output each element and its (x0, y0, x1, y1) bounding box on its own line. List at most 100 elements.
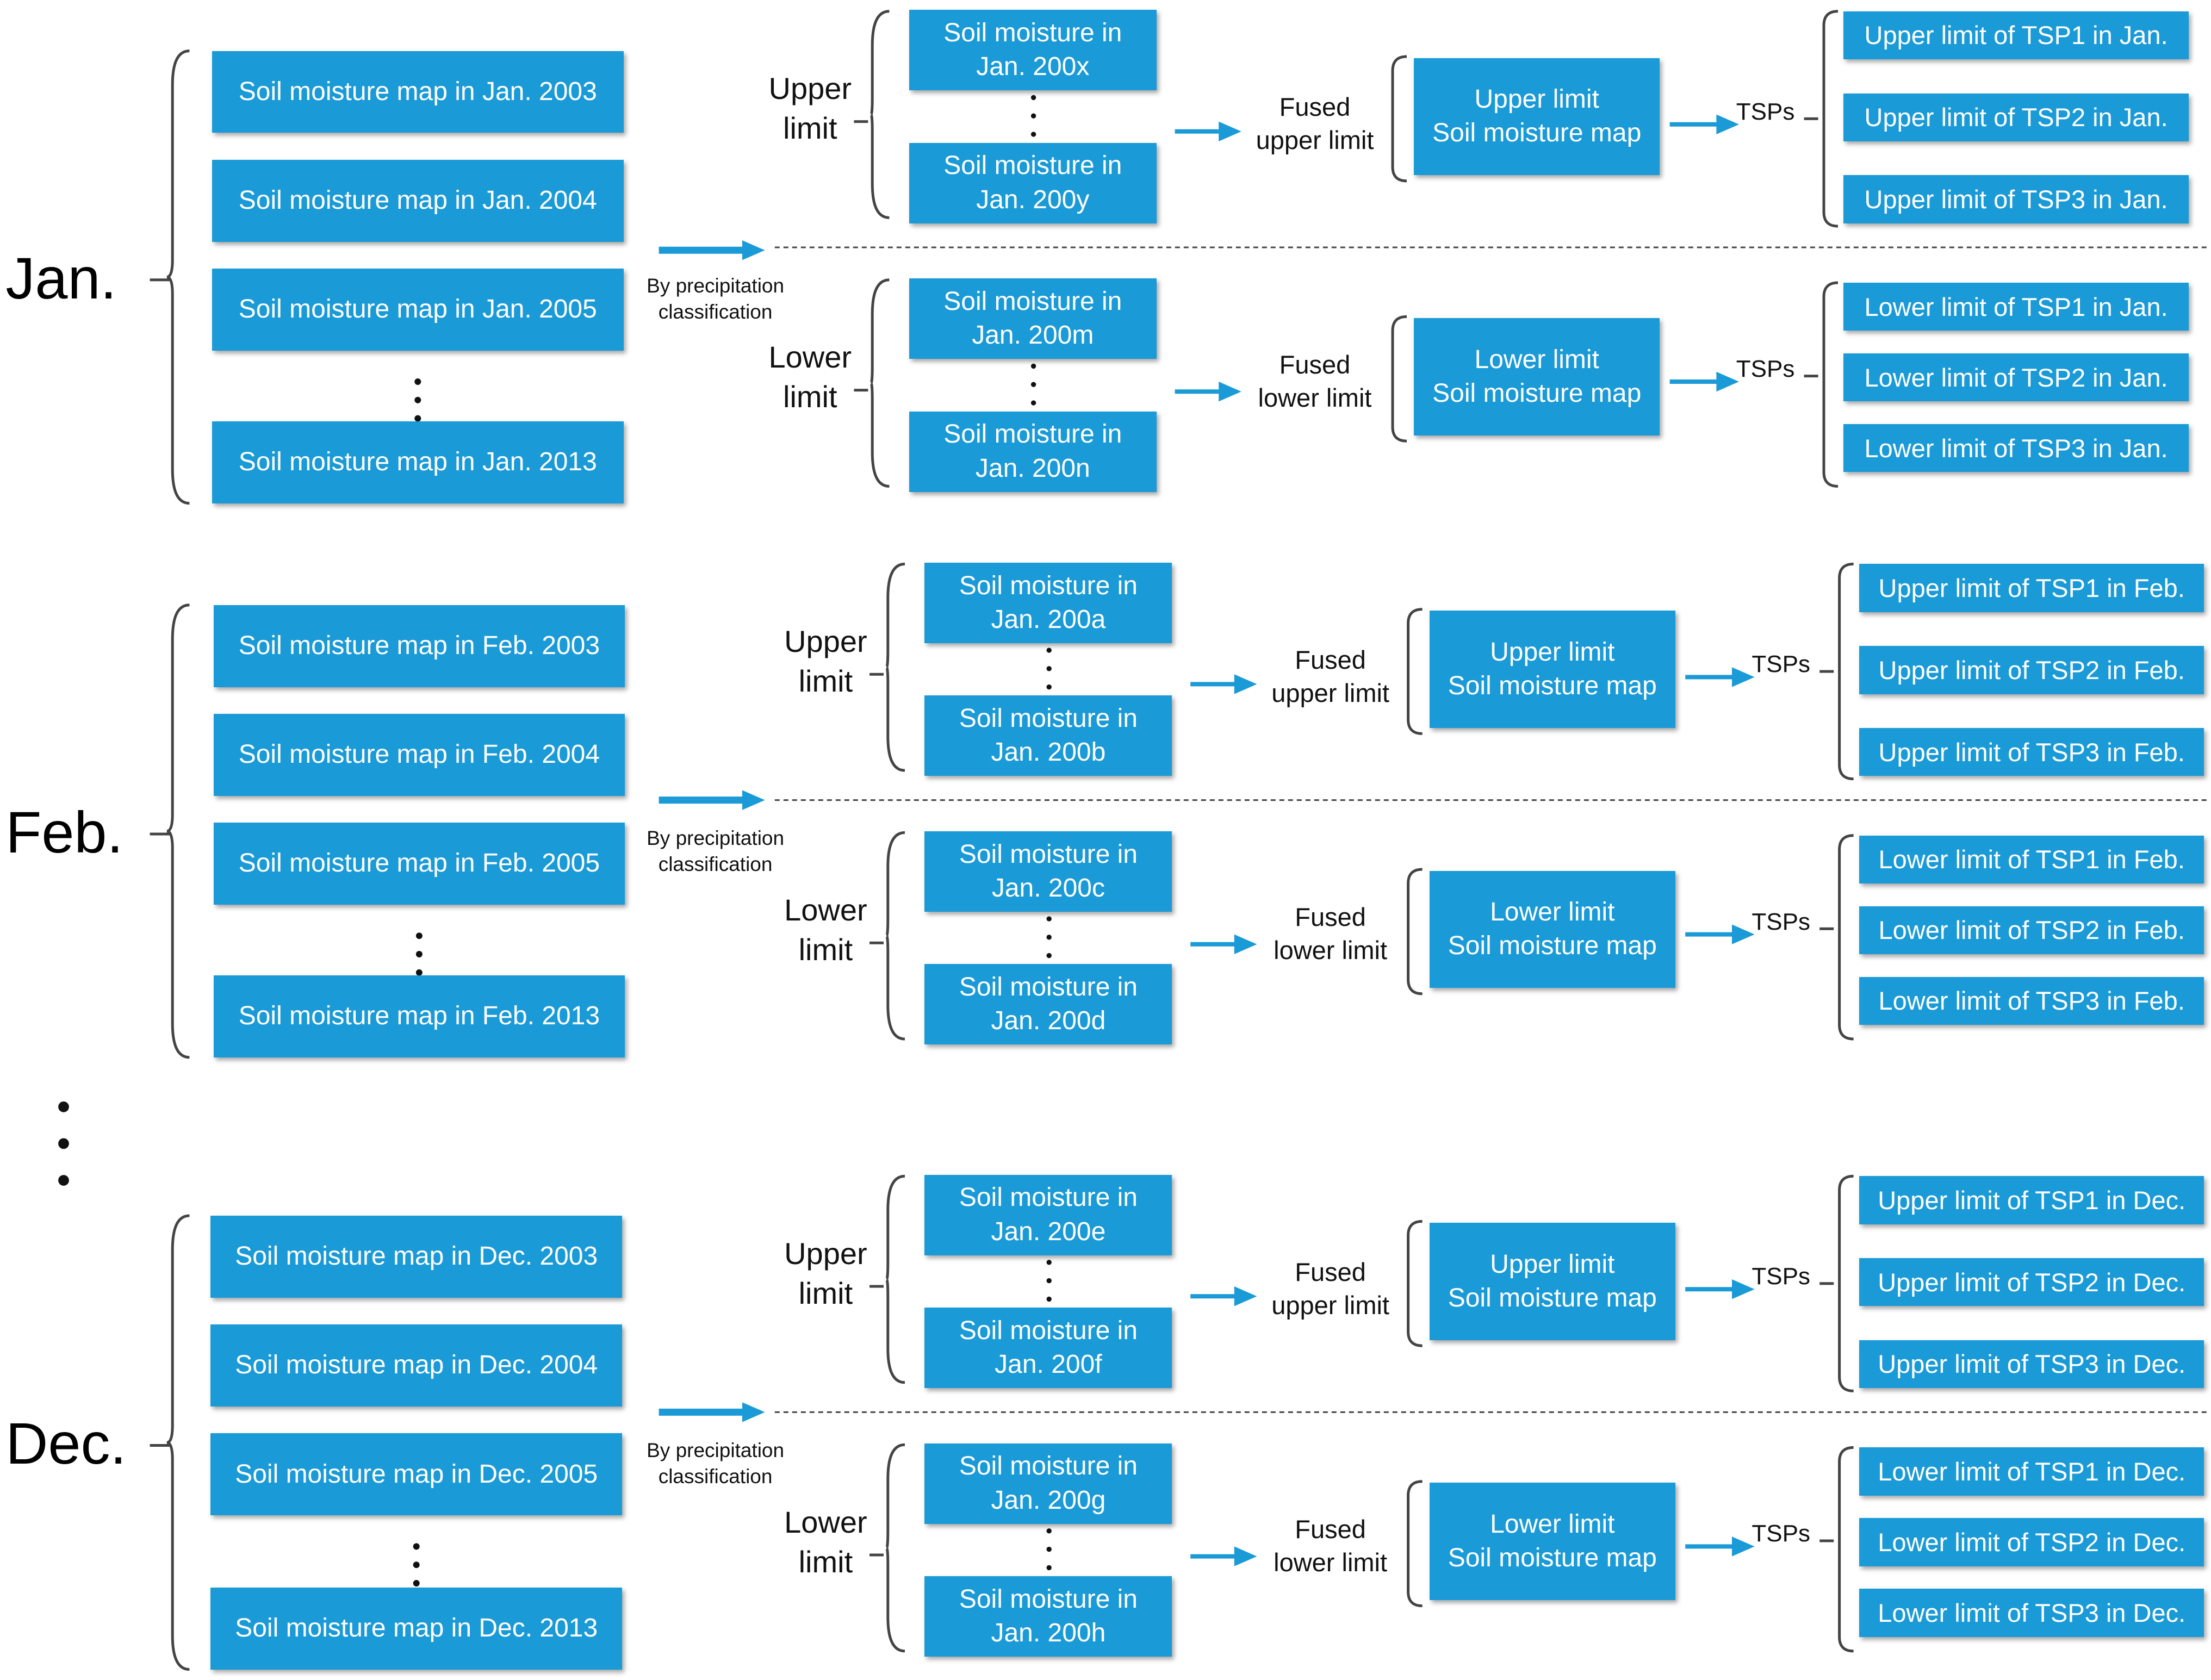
ellipsis-dot (415, 969, 423, 976)
source-map-box: Soil moisture map in Feb. 2003 (213, 605, 625, 687)
upper-year-map-box-text: Jan. 200x (976, 52, 1090, 82)
upper-result-box-text: Upper limit (1474, 85, 1599, 114)
classification-arrow (659, 240, 765, 260)
source-map-box: Soil moisture map in Feb. 2005 (213, 823, 625, 905)
lower-limit-label-line: limit (783, 379, 837, 414)
upper-outputs-bracket (1822, 10, 1839, 228)
lower-maps-brace (870, 278, 890, 488)
lower-year-map-box-text: Jan. 200d (991, 1006, 1106, 1036)
lower-result-box-text: Soil moisture map (1432, 378, 1642, 408)
lower-result-box-text: Lower limit (1490, 1509, 1615, 1539)
upper-tsp-output-box-text: Upper limit of TSP1 in Feb. (1878, 574, 2185, 603)
upper-tsp-arrow (1669, 114, 1739, 134)
upper-tsp-output-box-text: Upper limit of TSP1 in Jan. (1864, 21, 2168, 50)
ellipsis-dot (1030, 95, 1036, 101)
upper-limit-label-line: Upper (784, 1236, 867, 1271)
upper-year-map-box-text: Jan. 200e (991, 1217, 1106, 1246)
lower-tsp-output-box-text: Lower limit of TSP3 in Feb. (1878, 986, 2185, 1016)
upper-outputs-bracket (1838, 562, 1854, 781)
ellipsis-dot (1046, 1278, 1052, 1284)
lower-tsp-output-box-text: Lower limit of TSP1 in Jan. (1864, 292, 2168, 321)
lower-outputs-bracket (1822, 281, 1839, 488)
upper-fuse-arrow (1190, 674, 1257, 694)
lower-tsp-output-box: Lower limit of TSP2 in Jan. (1843, 353, 2189, 402)
classification-label-line: By precipitation (647, 827, 785, 850)
lower-result-box-text: Lower limit (1474, 345, 1599, 374)
source-map-box-text: Soil moisture map in Feb. 2004 (238, 740, 600, 769)
upper-year-map-box-text: Jan. 200b (991, 738, 1106, 767)
ellipsis-dot (414, 378, 421, 385)
lower-tsps-label: TSPs (1736, 353, 1818, 384)
ellipsis-dot (1030, 363, 1036, 369)
source-map-box: Soil moisture map in Feb. 2013 (213, 975, 625, 1057)
lower-year-map-box: Soil moisture in Jan. 200d (924, 964, 1172, 1045)
month-ellipsis-dot (58, 1175, 69, 1186)
upper-result-box-text: Soil moisture map (1448, 1283, 1657, 1312)
classification-label-line: classification (658, 1465, 773, 1488)
ellipsis-dot (1046, 935, 1052, 940)
classification-label-line: By precipitation (647, 274, 785, 297)
upper-result-bracket (1407, 608, 1423, 735)
lower-fused-label-line: Fused (1295, 903, 1366, 932)
lower-outputs-bracket (1838, 834, 1854, 1041)
ellipsis-dot (415, 951, 423, 957)
upper-tsp-output-box-text: Upper limit of TSP2 in Feb. (1878, 655, 2185, 685)
classification-arrow (659, 1402, 765, 1422)
month-label: Feb. (5, 799, 123, 865)
source-map-box: Soil moisture map in Feb. 2004 (213, 714, 625, 796)
upper-year-map-box-text: Soil moisture in (959, 571, 1138, 600)
upper-year-map-box-text: Soil moisture in (959, 704, 1138, 733)
lower-tsps-label-line: TSPs (1736, 356, 1795, 382)
lower-tsp-output-box: Lower limit of TSP2 in Feb. (1859, 906, 2204, 954)
lower-limit-label-line: limit (798, 1544, 853, 1579)
upper-fused-label-line: Fused (1295, 645, 1366, 674)
lower-year-map-box-text: Soil moisture in (959, 972, 1138, 1001)
classification-label-line: By precipitation (647, 1439, 785, 1462)
ellipsis-dot (1046, 666, 1052, 671)
lower-tsps-label: TSPs (1752, 906, 1834, 937)
lower-tsp-output-box-text: Lower limit of TSP3 in Dec. (1878, 1598, 2186, 1628)
upper-fused-label-line: Fused (1295, 1257, 1366, 1286)
upper-tsp-output-box-text: Upper limit of TSP3 in Jan. (1864, 185, 2168, 214)
lower-tsp-output-box: Lower limit of TSP3 in Feb. (1859, 976, 2204, 1025)
source-map-box-text: Soil moisture map in Jan. 2004 (238, 186, 597, 215)
month-ellipsis-dot (58, 1101, 69, 1112)
source-map-box: Soil moisture map in Dec. 2003 (210, 1216, 622, 1298)
lower-result-bracket (1407, 1480, 1423, 1608)
lower-tsp-arrow (1685, 924, 1755, 944)
upper-tsps-label: TSPs (1752, 649, 1834, 680)
upper-tsp-output-box: Upper limit of TSP1 in Jan. (1843, 11, 2189, 60)
upper-tsp-output-box: Upper limit of TSP2 in Feb. (1859, 646, 2204, 694)
source-map-box-text: Soil moisture map in Feb. 2005 (238, 849, 600, 878)
lower-tsp-arrow (1685, 1536, 1755, 1557)
upper-tsp-output-box: Upper limit of TSP3 in Dec. (1859, 1340, 2204, 1389)
classification-label-line: classification (658, 853, 773, 876)
upper-tsp-arrow (1685, 1279, 1755, 1299)
upper-tsps-label: TSPs (1752, 1261, 1834, 1292)
source-map-box-text: Soil moisture map in Jan. 2003 (238, 77, 597, 106)
lower-year-map-box-text: Jan. 200g (991, 1485, 1106, 1515)
lower-tsp-output-box: Lower limit of TSP1 in Jan. (1843, 283, 2189, 331)
ellipsis-dot (414, 415, 421, 422)
upper-tsp-output-box-text: Upper limit of TSP3 in Dec. (1878, 1349, 2186, 1379)
upper-year-map-box-text: Soil moisture in (943, 18, 1122, 47)
lower-fused-label-line: Fused (1279, 350, 1351, 379)
ellipsis-dot (1046, 648, 1052, 653)
classification-arrow (659, 790, 765, 810)
lower-year-map-box-text: Soil moisture in (959, 1452, 1138, 1481)
ellipsis-dot (1030, 113, 1036, 119)
upper-tsps-label-line: TSPs (1736, 98, 1795, 125)
lower-result-bracket (1391, 315, 1407, 443)
lower-maps-brace (885, 1443, 905, 1653)
lower-year-map-box-text: Soil moisture in (943, 287, 1122, 316)
source-map-box-text: Soil moisture map in Feb. 2003 (238, 631, 600, 660)
